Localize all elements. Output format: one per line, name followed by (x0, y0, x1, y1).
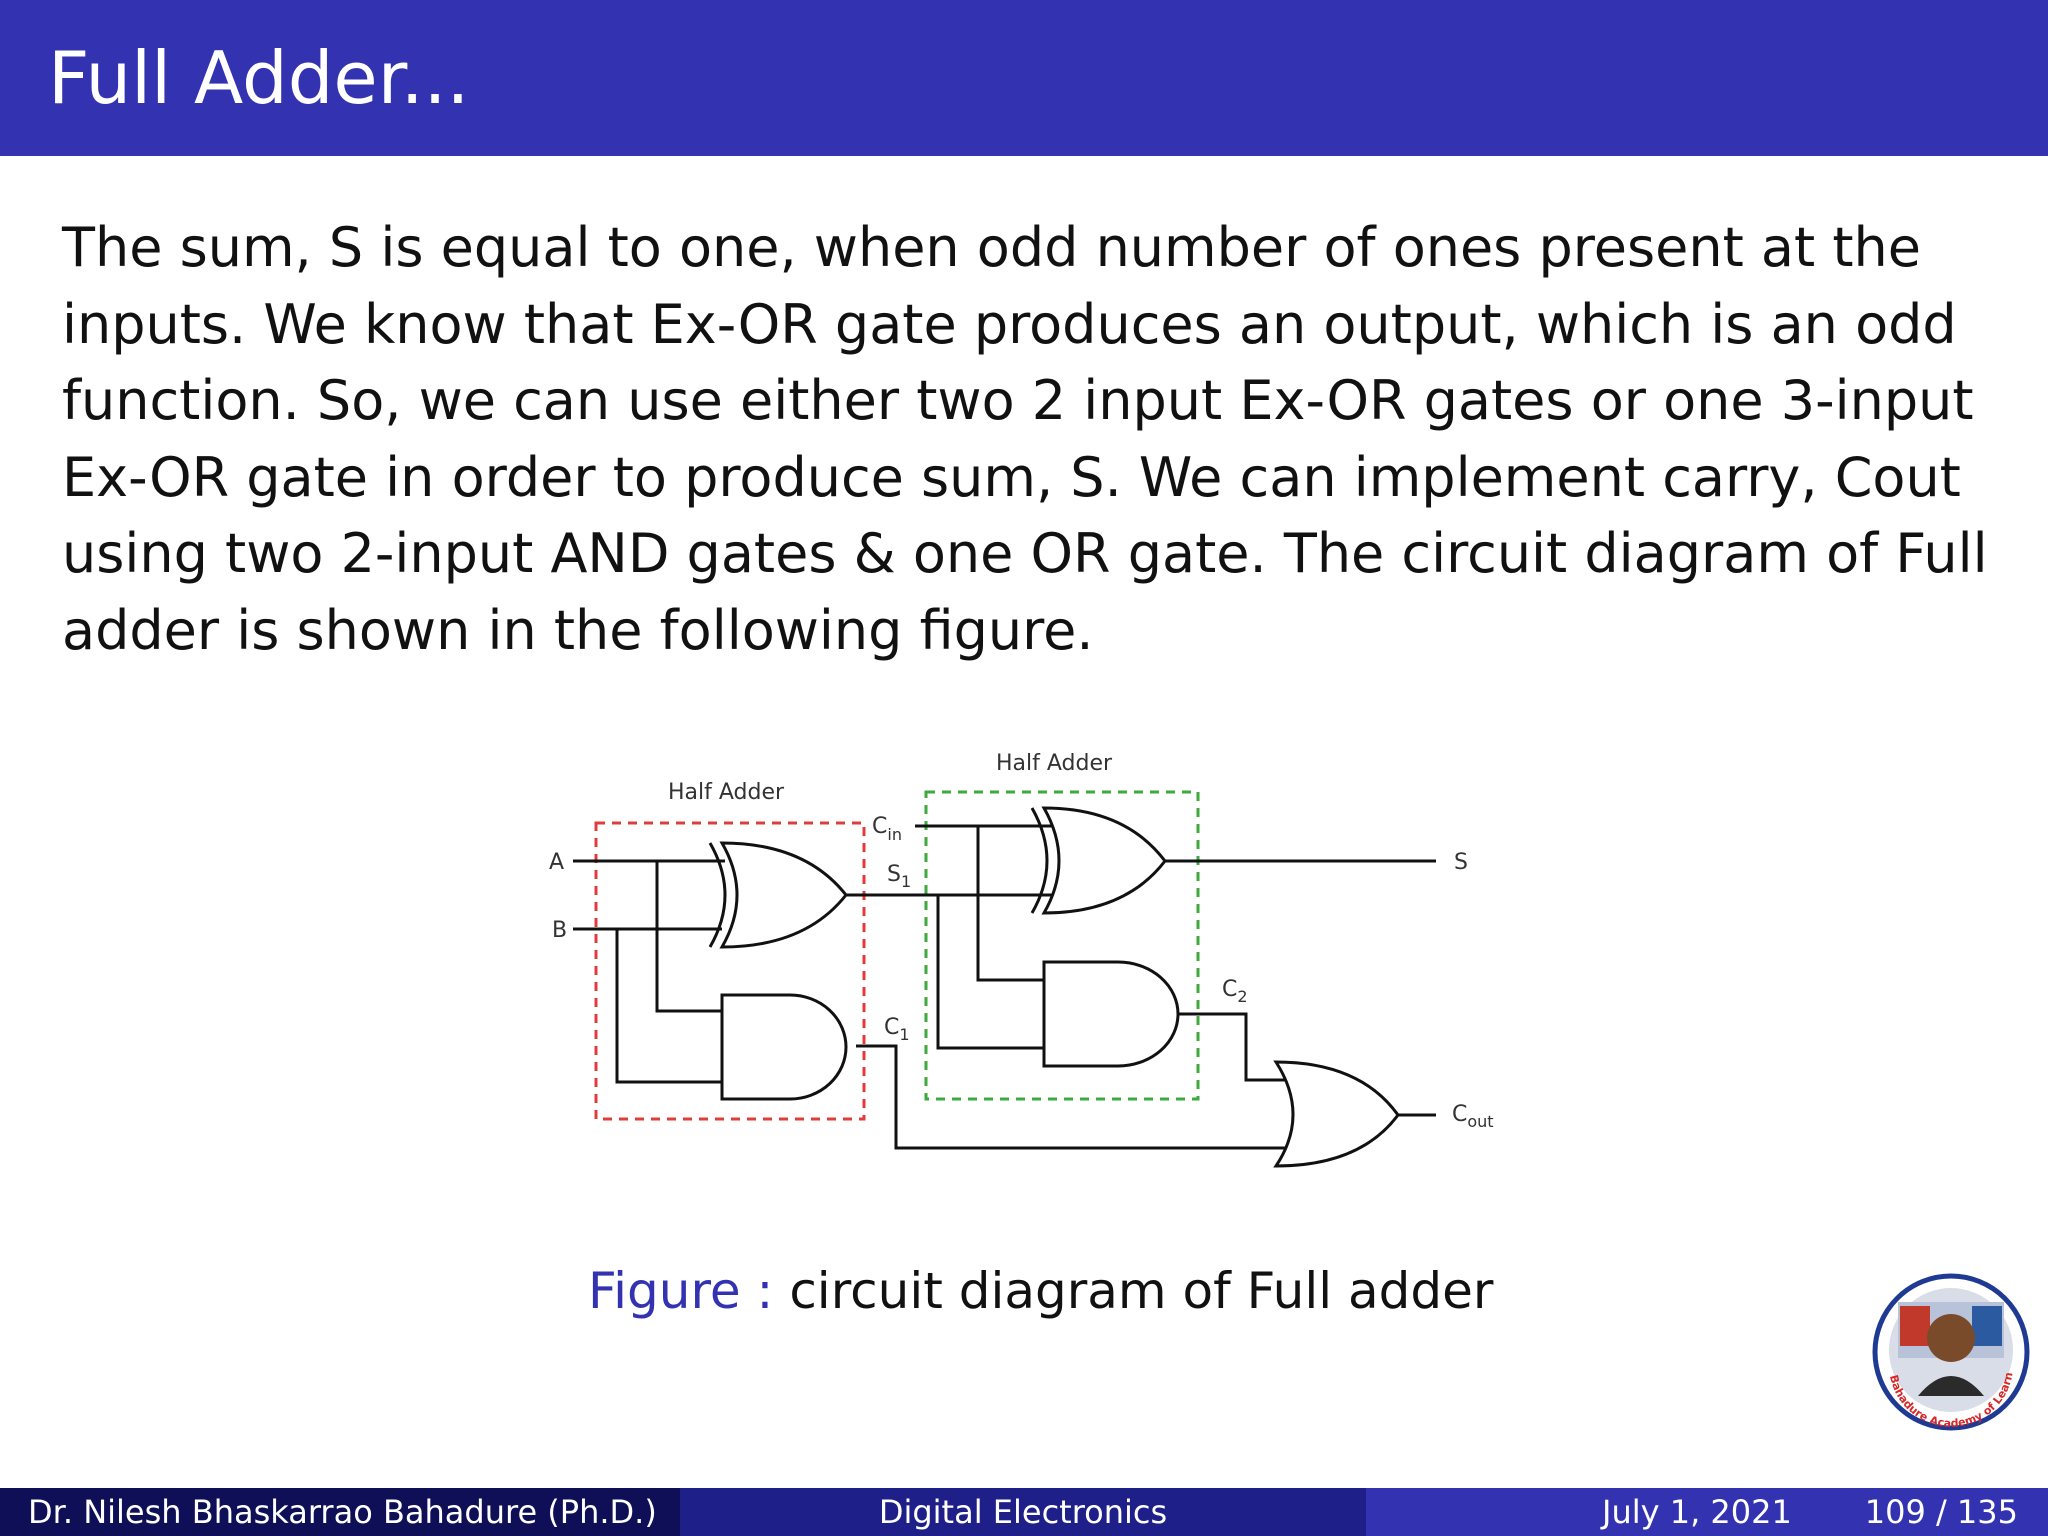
caption-text: circuit diagram of Full adder (789, 1262, 1494, 1320)
wires (573, 824, 1436, 1150)
footer-right: July 1, 2021 109 / 135 (1366, 1488, 2048, 1536)
c1-label: C1 (884, 1015, 910, 1044)
s1-label: S1 (887, 862, 911, 891)
footer: Dr. Nilesh Bhaskarrao Bahadure (Ph.D.) D… (0, 1488, 2048, 1536)
input-a-label: A (549, 850, 564, 875)
footer-subject: Digital Electronics (680, 1488, 1366, 1536)
half-adder-2-box (924, 790, 1200, 1101)
full-adder-circuit-diagram: Half Adder Half Adder (549, 751, 1494, 1168)
wire-cin-to-and2 (976, 826, 1044, 982)
title-bar: Full Adder... (0, 0, 2048, 156)
wire-a-to-and1 (655, 861, 722, 1013)
paragraph-line: adder is shown in the following figure. (62, 598, 1094, 662)
academy-logo: Bahadure Academy of Learning (1866, 1272, 2030, 1431)
wire-c1 (856, 1044, 1292, 1150)
wire-s1-to-and2 (936, 895, 1044, 1050)
paragraph-line: using two 2-input AND gates & one OR gat… (62, 522, 1988, 585)
xor-gate-2 (1041, 806, 1167, 915)
xor-gate-1-back (708, 842, 727, 948)
or-gate (1273, 1060, 1400, 1168)
cout-label: Cout (1452, 1102, 1494, 1131)
xor-gate-2-back (1030, 807, 1049, 914)
cin-label: Cin (872, 814, 902, 844)
figure-caption: Figure : circuit diagram of Full adder (588, 1266, 1493, 1316)
footer-date: July 1, 2021 (1602, 1493, 1792, 1531)
slide-paragraph: The sum, S is equal to one, when odd num… (62, 210, 2022, 669)
paragraph-line: The sum, S is equal to one, when odd num… (62, 216, 1921, 279)
half-adder-2-label: Half Adder (996, 751, 1113, 776)
slide-title: Full Adder... (48, 36, 470, 120)
wire-c2 (1177, 1012, 1292, 1082)
footer-page-number: 109 / 135 (1864, 1493, 2018, 1531)
input-b-label: B (552, 918, 567, 943)
and-gate-2 (1042, 960, 1180, 1068)
paragraph-line: function. So, we can use either two 2 in… (62, 369, 1974, 432)
paragraph-line: inputs. We know that Ex-OR gate produces… (62, 292, 1957, 356)
wire-b-to-and1 (615, 929, 722, 1084)
footer-author: Dr. Nilesh Bhaskarrao Bahadure (Ph.D.) (0, 1488, 680, 1536)
paragraph-line: Ex-OR gate in order to produce sum, S. W… (62, 445, 1961, 509)
xor-gate-1 (719, 841, 848, 949)
c2-label: C2 (1222, 977, 1248, 1006)
and-gate-1 (720, 993, 848, 1101)
half-adder-1-label: Half Adder (668, 780, 785, 805)
caption-label: Figure : (588, 1262, 774, 1320)
sum-output-label: S (1454, 850, 1468, 875)
half-adder-1-box (594, 821, 866, 1121)
